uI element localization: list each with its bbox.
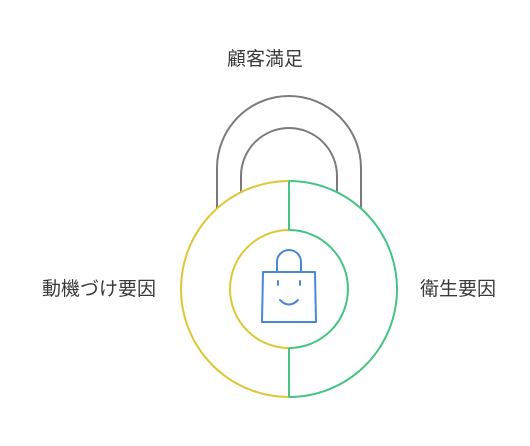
segment-label-motivation: 動機づけ要因 xyxy=(41,278,156,300)
lock-shackle-outer xyxy=(216,95,362,211)
segment-motivation-inner xyxy=(229,229,290,349)
segment-motivation-outer xyxy=(180,180,290,398)
segment-label-hygiene: 衛生要因 xyxy=(420,278,497,300)
shopping-bag-smile-icon xyxy=(261,249,317,323)
segment-hygiene-inner xyxy=(288,229,349,349)
segment-hygiene-outer xyxy=(288,180,398,398)
diagram-title: 顧客満足 xyxy=(226,48,303,70)
lock-body-fill xyxy=(181,181,397,397)
lock-shackle-inner xyxy=(240,127,338,196)
